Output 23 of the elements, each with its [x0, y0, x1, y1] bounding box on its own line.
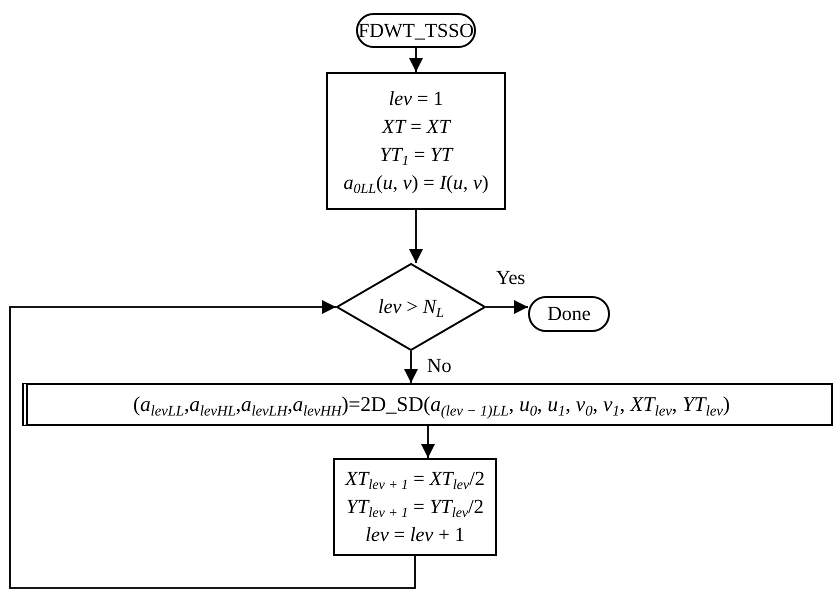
- formula: a$_{0LL}$(u, v) = I(u, v): [344, 171, 488, 195]
- process-box: [326, 72, 506, 210]
- formula: YT$_{lev + 1}$ = YT$_{lev}$/2: [346, 495, 484, 519]
- arrow: [409, 210, 423, 263]
- subroutine-box: [22, 383, 833, 426]
- formula: lev > N$_{L}$: [378, 295, 444, 319]
- formula: lev = lev + 1: [365, 523, 465, 547]
- terminal-shape: [528, 296, 610, 332]
- terminal-label: FDWT_TSSO: [358, 18, 474, 42]
- arrow: [404, 351, 418, 383]
- terminal-shape: [356, 13, 476, 48]
- arrow: [409, 48, 423, 72]
- arrow: [421, 426, 435, 458]
- formula: lev = 1: [388, 87, 444, 111]
- terminal-label: Done: [547, 302, 591, 326]
- formula: (a$_{levLL}$,a$_{levHL}$,a$_{levLH}$,a$_{levHH}$)=2D_SD(a$_{(lev − 1)LL}$, u$_{0}$, u$_{1}$, v$_{0}$, v$_{1}$, XT$_{lev}$, YT$_{lev}$): [133, 392, 730, 418]
- process-box: [333, 458, 497, 556]
- formula: YT$_{1}$ = YT: [380, 143, 452, 167]
- formula: XT$_{lev + 1}$ = XT$_{lev}$/2: [345, 467, 485, 491]
- arrow: [9, 300, 416, 589]
- formula: XT = XT: [382, 115, 450, 139]
- decision-diamond: [336, 263, 486, 351]
- arrow: [486, 300, 528, 314]
